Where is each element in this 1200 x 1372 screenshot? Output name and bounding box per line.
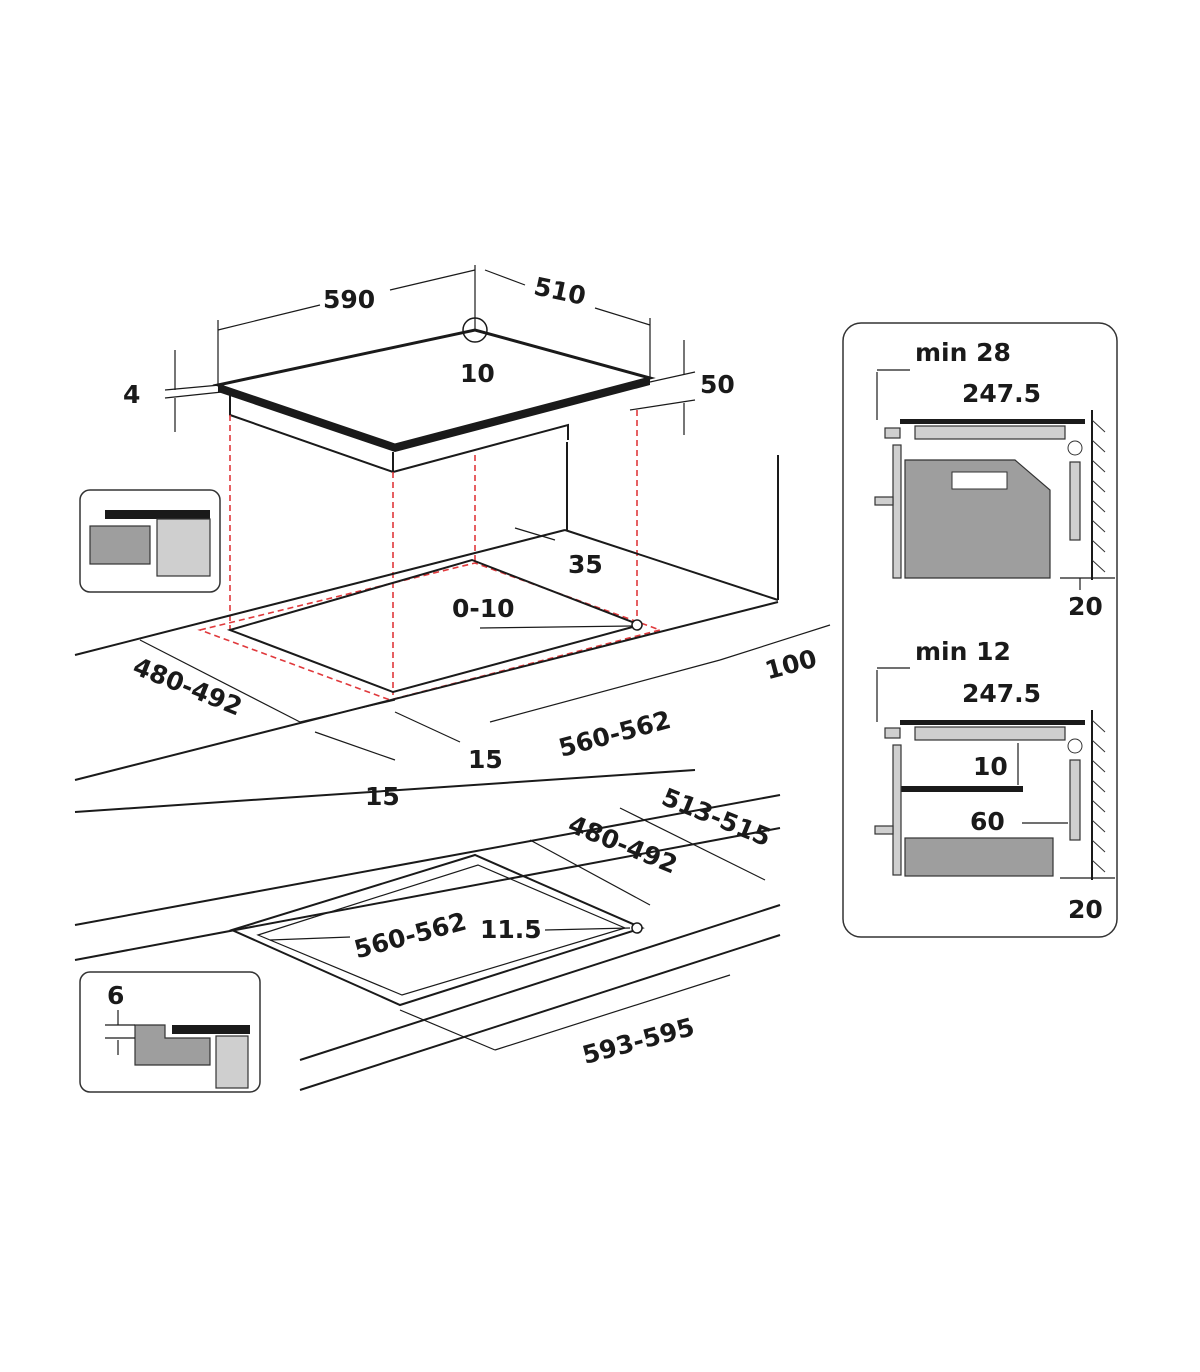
- side-view-top: [874, 369, 1115, 590]
- label-bottom-depth: 247.5: [962, 679, 1041, 708]
- dimension-lines: [164, 265, 696, 435]
- label-shelf-gap: 10: [973, 752, 1008, 781]
- label-min-12: min 12: [915, 637, 1011, 666]
- label-front-margin-a: 15: [468, 745, 503, 774]
- label-glass-thickness: 4: [123, 380, 140, 409]
- label-recess-outer-depth: 513-515: [658, 782, 775, 852]
- label-recess-outer-width: 593-595: [579, 1012, 697, 1070]
- label-rear-gap: 60: [970, 807, 1005, 836]
- label-depth: 510: [531, 272, 588, 311]
- label-cutout-width: 560-562: [555, 705, 673, 763]
- hob: [212, 328, 656, 474]
- label-front-margin-b: 15: [365, 782, 400, 811]
- label-bottom-wall-gap: 20: [1068, 895, 1103, 924]
- label-top-depth: 247.5: [962, 379, 1041, 408]
- side-panel: [842, 322, 1118, 938]
- label-flush-cutout-width: 560-562: [351, 907, 469, 965]
- label-cutout-depth: 480-492: [129, 652, 246, 722]
- label-height: 50: [700, 370, 735, 399]
- label-flush-cutout-depth: 480-492: [564, 810, 681, 880]
- wall-hatching: [1091, 419, 1106, 873]
- label-width: 590: [323, 285, 375, 314]
- worktop: [74, 442, 831, 813]
- flush-cutout: [74, 794, 781, 1091]
- side-view-bottom: [874, 667, 1115, 880]
- label-rear-clearance: 35: [568, 550, 603, 579]
- label-flush-corner-radius: 11.5: [480, 915, 542, 944]
- inset-standard: [79, 489, 221, 593]
- label-wall-clearance: 100: [762, 644, 820, 686]
- label-min-28: min 28: [915, 338, 1011, 367]
- label-corner-radius: 10: [460, 359, 495, 388]
- inset-flush: [79, 971, 261, 1093]
- label-cutout-corner: 0-10: [452, 594, 515, 623]
- label-top-wall-gap: 20: [1068, 592, 1103, 621]
- label-recess-depth: 6: [107, 981, 124, 1010]
